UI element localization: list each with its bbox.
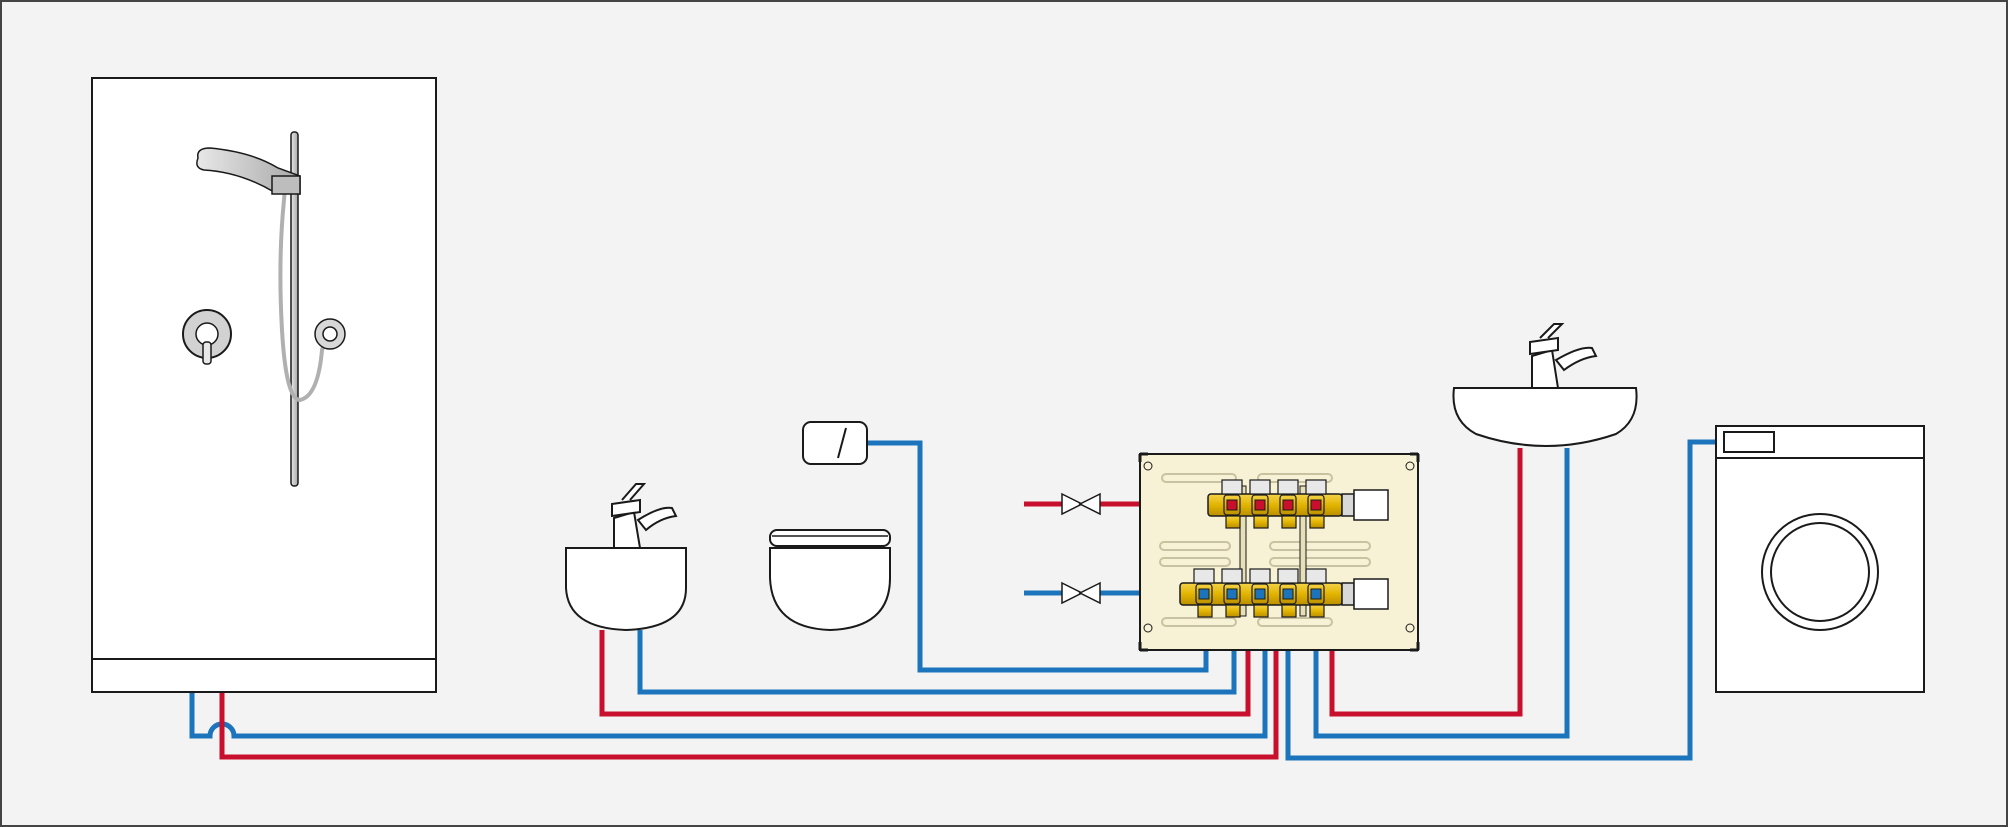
hot-outlet-1 <box>1221 479 1243 529</box>
hot-outlet-3 <box>1277 479 1299 529</box>
hot-water-shutoff-valve <box>1061 492 1101 516</box>
cold-outlet-5 <box>1305 568 1327 618</box>
cold-outlet-1 <box>1193 568 1215 618</box>
hot-outlet-4 <box>1305 479 1327 529</box>
shower-mixer-icon <box>182 309 232 365</box>
washbasin-faucet-icon <box>1529 323 1598 389</box>
bidet-bowl <box>565 547 687 632</box>
shower-cabin <box>91 77 437 693</box>
washing-machine <box>1715 425 1925 693</box>
flush-plate-icon <box>802 421 868 465</box>
cold-pipe-washbasin <box>1313 448 1570 739</box>
shower-head-icon <box>196 147 301 195</box>
toilet-flush-plate <box>802 421 868 465</box>
washbasin <box>1452 323 1638 447</box>
hot-outlet-2 <box>1249 479 1271 529</box>
valve-icon <box>1061 581 1084 605</box>
toilet-bowl <box>769 547 891 632</box>
cold-water-shutoff-valve <box>1061 581 1101 605</box>
washbasin-bowl <box>1452 387 1638 447</box>
bidet-faucet-icon <box>611 483 678 549</box>
cold-outlet-3 <box>1249 568 1271 618</box>
manifold-distribution-box <box>1138 452 1420 652</box>
toilet-lid <box>769 529 891 547</box>
cold-outlet-4 <box>1277 568 1299 618</box>
washing-machine-control-panel <box>1723 431 1775 453</box>
shower-hose <box>278 187 330 403</box>
hose-wall-outlet-icon <box>314 318 346 350</box>
cold-manifold-bar <box>1179 568 1389 618</box>
cold-outlet-2 <box>1221 568 1243 618</box>
hot-manifold-bar <box>1207 479 1389 529</box>
wall-hung-toilet <box>769 529 891 632</box>
bidet <box>565 483 687 632</box>
cold-pipe-washing-machine <box>1285 439 1716 761</box>
valve-icon <box>1061 492 1084 516</box>
